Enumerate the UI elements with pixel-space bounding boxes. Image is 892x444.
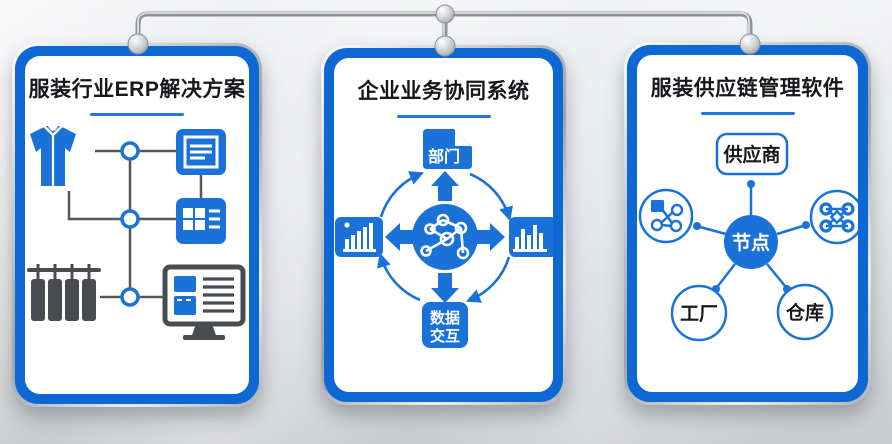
factory-label: 工厂 (680, 304, 718, 325)
card-collaboration: 企业业务协同系统 (321, 45, 566, 405)
data-exchange-label-line2: 交互 (430, 327, 460, 345)
title-underline (700, 112, 795, 115)
arrow-down-icon (431, 273, 459, 303)
warehouse-label: 仓库 (785, 301, 824, 324)
cycle-arrow (377, 252, 421, 302)
junction-node (120, 209, 140, 229)
supplier-label: 供应商 (722, 143, 780, 166)
spoke-dot (802, 221, 810, 229)
center-node-label: 节点 (732, 232, 770, 254)
card-supply-chain: 服装供应链管理软件 (624, 42, 871, 405)
card-collaboration-border: 企业业务协同系统 (324, 48, 563, 402)
card-erp-border: 服装行业ERP解决方案 (15, 46, 259, 404)
warehouse-node: 仓库 (776, 283, 834, 341)
supplier-box: 供应商 (715, 132, 789, 176)
arrow-right-icon (475, 223, 505, 251)
erp-diagram (27, 125, 246, 340)
topology-network-icon (809, 189, 858, 245)
card-erp: 服装行业ERP解决方案 (12, 43, 262, 407)
card-supply-chain-body: 服装供应链管理软件 (637, 55, 858, 392)
hanger-rod (135, 11, 753, 45)
department-label: 部门 (428, 147, 460, 166)
distribution-network-icon (638, 188, 694, 244)
card-collaboration-body: 企业业务协同系统 (334, 58, 553, 392)
hanger-pin (435, 4, 455, 24)
arrow-left-icon (385, 223, 415, 251)
card-supply-chain-title: 服装供应链管理软件 (650, 77, 845, 100)
bar-chart-ascending-icon (335, 217, 383, 257)
modules-grid-icon (176, 198, 226, 244)
tshirt-icon (30, 125, 76, 186)
title-underline (90, 113, 184, 116)
card-supply-chain-border: 服装供应链管理软件 (627, 45, 868, 402)
arrow-up-icon (431, 171, 459, 201)
collaboration-diagram: 部门 (335, 129, 553, 348)
spoke-line (717, 263, 736, 287)
center-node: 节点 (724, 215, 778, 269)
monitor-icon (162, 264, 246, 340)
card-erp-title: 服装行业ERP解决方案 (28, 78, 246, 101)
data-exchange-label-line1: 数据 (430, 309, 460, 327)
spoke-line (766, 263, 786, 287)
cycle-arrow (466, 256, 511, 303)
document-icon (176, 129, 226, 175)
connector-lines (67, 149, 203, 299)
card-erp-body: 服装行业ERP解决方案 (25, 56, 249, 394)
junction-node (120, 141, 140, 161)
title-underline (396, 115, 491, 118)
spoke-dot (693, 222, 701, 230)
department-doc-icon: 部门 (423, 129, 472, 169)
junction-node (120, 287, 140, 307)
cycle-arrow (379, 171, 424, 218)
spoke-line (776, 224, 804, 236)
bar-chart-icon (509, 217, 553, 257)
cycle-arrow (469, 172, 513, 222)
factory-node: 工厂 (670, 284, 728, 342)
supply-chain-diagram: 供应商 节点 (638, 132, 858, 342)
network-hub-icon (412, 204, 478, 270)
garment-rack-icon (27, 264, 101, 321)
spoke-dot (747, 180, 755, 188)
data-exchange-node: 数据 交互 (422, 302, 468, 348)
spoke-line (699, 225, 727, 236)
card-collaboration-title: 企业业务协同系统 (357, 80, 530, 103)
